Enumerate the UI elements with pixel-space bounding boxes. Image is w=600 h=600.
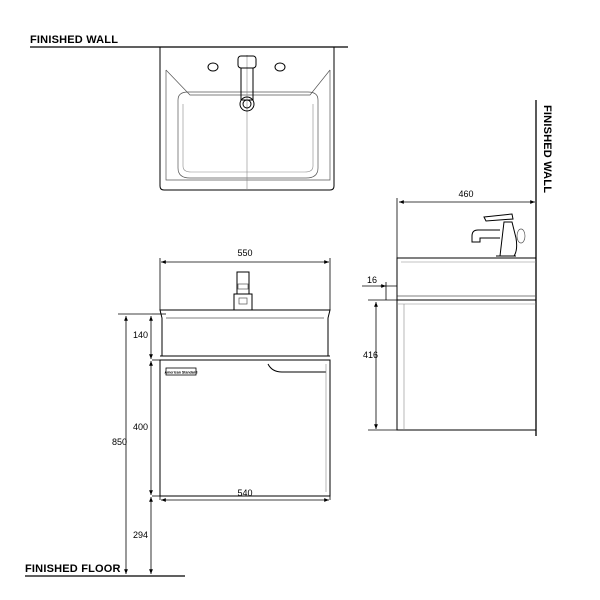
tap-hole-right [274, 62, 286, 72]
tap-hole-left [207, 62, 219, 72]
dim-top-thickness: 16 [367, 275, 377, 285]
dim-side-depth: 460 [458, 189, 473, 199]
drawer-handle-recess [267, 363, 326, 373]
brand-badge [165, 367, 197, 376]
cabinet-side [396, 299, 537, 431]
faucet-side-icon [471, 213, 526, 257]
top-plan-view: FINISHED WALL [30, 34, 348, 191]
dim-basin-height: 140 [133, 330, 148, 340]
cabinet-front [159, 359, 331, 497]
dim-drawer-height: 400 [133, 422, 148, 432]
faucet-plan-icon [237, 55, 257, 112]
dim-floor-clearance: 294 [133, 530, 148, 540]
finished-floor-label: FINISHED FLOOR [25, 563, 121, 575]
finished-wall-label-side: FINISHED WALL [541, 105, 553, 193]
finished-wall-label-top: FINISHED WALL [30, 34, 118, 46]
dim-cabinet-side-height: 416 [363, 350, 378, 360]
dim-cabinet-width: 540 [237, 488, 252, 498]
basin-front [159, 309, 331, 357]
front-elevation: 550 American Standard 540 140 4 [25, 248, 331, 577]
basin-side [396, 257, 537, 301]
basin-bowl-plan [177, 91, 319, 179]
faucet-front-icon [233, 271, 253, 311]
dim-basin-width: 550 [237, 248, 252, 258]
dim-overall-height: 850 [112, 437, 127, 447]
brand-badge-text: American Standard [165, 371, 198, 375]
side-elevation: FINISHED WALL 460 16 416 [362, 100, 553, 436]
